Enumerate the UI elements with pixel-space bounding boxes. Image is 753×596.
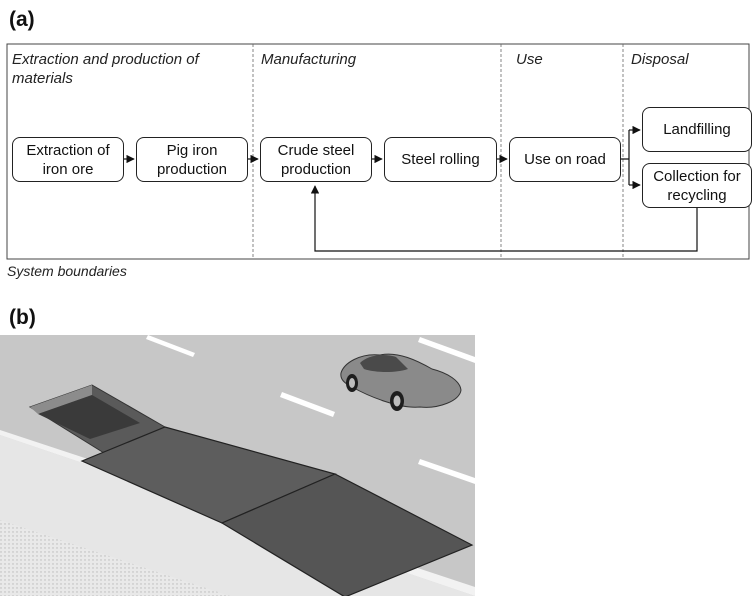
road-scene-illustration	[0, 335, 475, 596]
arrow-use-to-disposal-split	[621, 130, 630, 185]
sidewalk-dotted	[0, 520, 230, 596]
phase-disposal: Disposal	[631, 51, 689, 68]
phase-use: Use	[516, 51, 543, 68]
pavement-slab-icon	[220, 473, 474, 596]
box-extraction-of-iron-ore: Extraction of iron ore	[12, 137, 124, 182]
lane-marking	[418, 337, 475, 363]
car-icon	[340, 353, 462, 411]
box-use-on-road: Use on road	[509, 137, 621, 182]
box-pig-iron-production: Pig iron production	[136, 137, 248, 182]
box-steel-rolling: Steel rolling	[384, 137, 497, 182]
lane-marking	[146, 335, 195, 357]
lane-marking	[280, 392, 335, 417]
box-crude-steel-production: Crude steel production	[260, 137, 372, 182]
excavation-pit-floor	[38, 395, 140, 439]
recycling-loop-arrow	[310, 185, 698, 252]
lifecycle-diagram	[6, 43, 750, 260]
system-boundaries-caption: System boundaries	[7, 263, 127, 279]
lane-marking	[418, 459, 475, 484]
phase-manufacturing: Manufacturing	[261, 51, 357, 68]
panel-a-label: (a)	[9, 8, 35, 31]
panel-b-label: (b)	[9, 306, 36, 329]
box-collection-for-recycling: Collection for recycling	[642, 163, 752, 208]
box-landfilling: Landfilling	[642, 107, 752, 152]
phase-extraction-production: Extraction and production of materials	[12, 51, 199, 87]
excavation-pit-wall	[30, 385, 92, 414]
system-boundary	[6, 43, 750, 260]
